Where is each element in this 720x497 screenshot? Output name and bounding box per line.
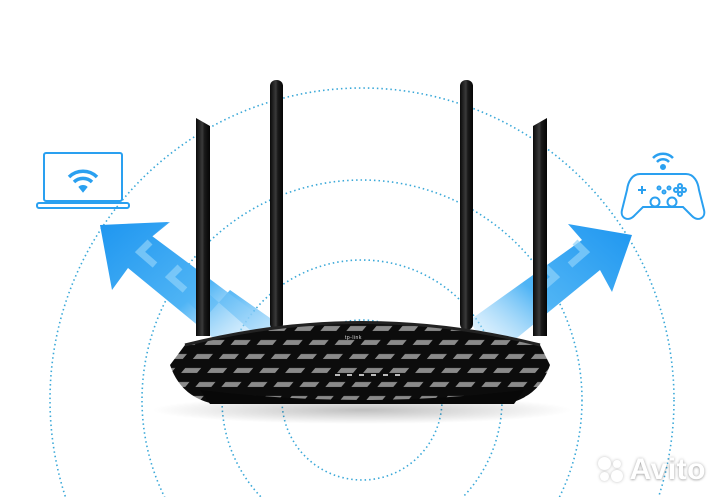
router-brand-logo: tp-link xyxy=(345,335,362,341)
avito-watermark: Avito xyxy=(596,453,706,487)
avito-watermark-text: Avito xyxy=(629,453,706,486)
gamepad-wifi-icon xyxy=(620,152,706,220)
avito-logo-icon xyxy=(596,455,626,485)
wifi-wave-arcs xyxy=(49,87,675,497)
status-leds xyxy=(335,374,400,376)
router-body xyxy=(170,321,550,404)
router-antennas xyxy=(196,80,547,336)
laptop-wifi-icon xyxy=(36,152,130,209)
